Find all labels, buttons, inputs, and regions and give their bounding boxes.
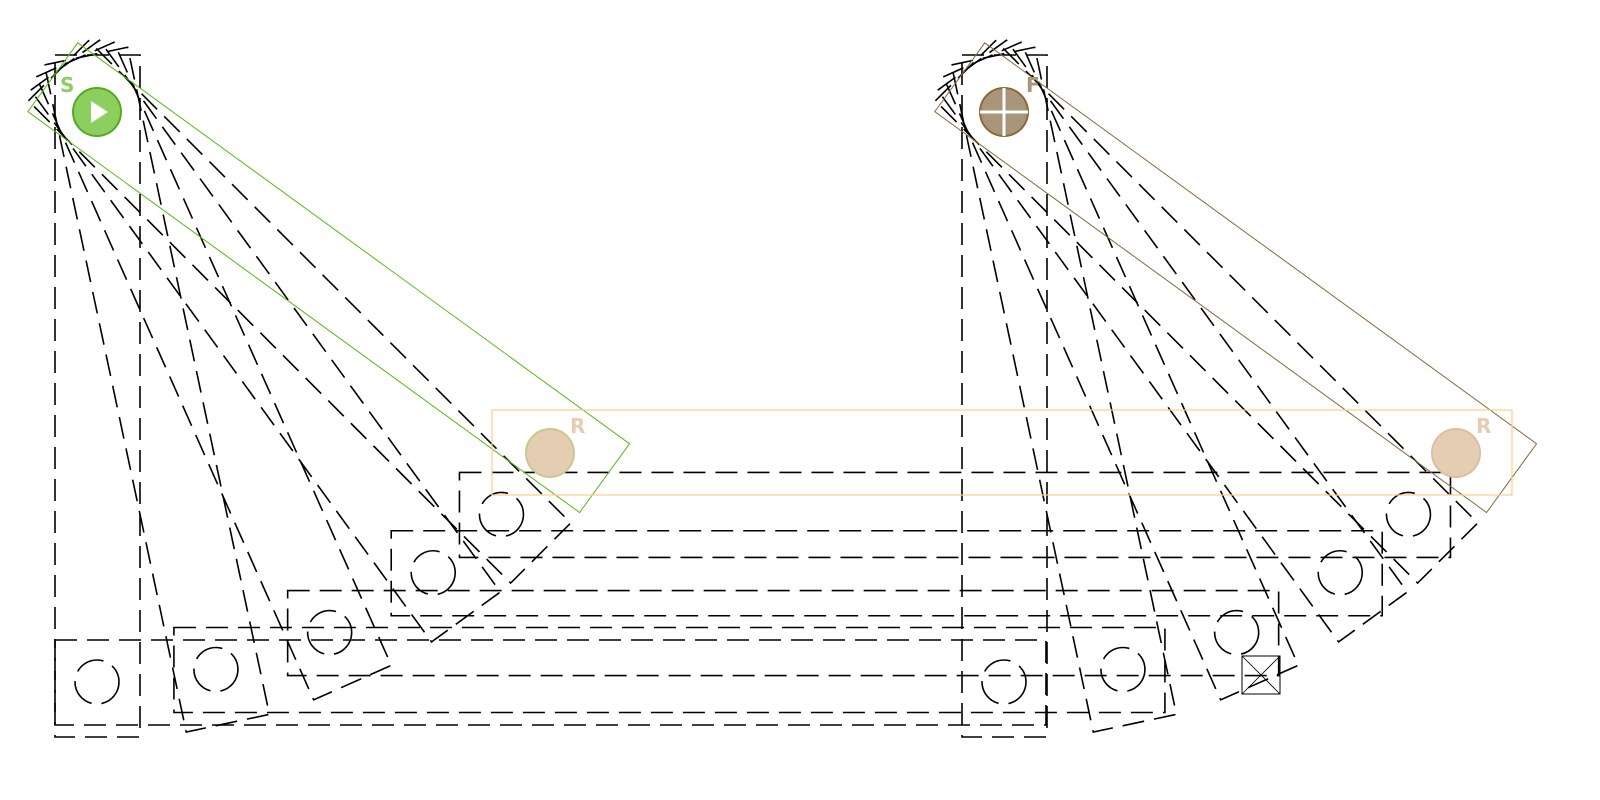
ghost-joint [1213,609,1260,656]
ghost-coupler [458,471,1452,559]
start-marker[interactable]: S [60,73,122,137]
ghost-link-right [934,39,1479,585]
ghost-joint [981,659,1027,705]
finish-label: F [1026,73,1040,97]
finish-marker[interactable]: F [979,73,1040,137]
ghost-coupler [173,626,1166,714]
ghost-joint [410,549,457,596]
ghost-joint [1385,491,1432,538]
ghost-link-right [942,41,1300,701]
coupler-link [491,409,1513,496]
start-link [27,42,631,514]
ghost-coupler [286,589,1280,677]
ghost-coupler [390,529,1384,617]
ghost-link-left [54,54,141,738]
ghost-link-left [43,46,271,733]
ghost-link-left [35,41,393,701]
crossed-box-icon [1241,655,1281,695]
rocker-left-label: R [570,414,585,438]
ghost-link-left [27,39,572,585]
ghost-joint [74,659,120,705]
rocker-joint-right[interactable]: R [1431,414,1491,478]
ghost-joint [1317,549,1364,596]
ghost-coupler [54,639,1047,726]
rocker-right-label: R [1476,414,1491,438]
final-pose [27,42,1538,514]
ghost-joint [193,646,239,693]
ghost-link-right [950,46,1178,733]
ghost-joint [306,609,353,656]
ghost-joint [478,491,525,538]
start-label: S [60,73,74,97]
ghost-link-right [961,54,1048,738]
ghost-poses [27,39,1479,738]
ghost-joint [1100,646,1146,693]
rocker-joint-left[interactable]: R [525,414,585,478]
